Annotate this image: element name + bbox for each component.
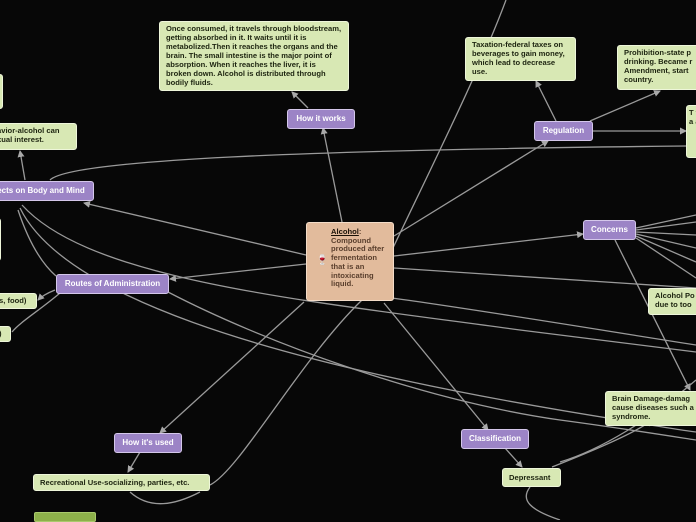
edge-howitworks-detail xyxy=(291,91,309,109)
edge-howused-recreational xyxy=(127,451,141,473)
wine-glass-icon: 🍷 xyxy=(316,255,329,266)
topic-routes-of-administration[interactable]: Routes of Administration xyxy=(56,274,169,294)
edge-effects-behavior xyxy=(17,150,26,181)
topic-regulation[interactable]: Regulation xyxy=(534,121,593,141)
edge-central-top xyxy=(391,0,507,251)
detail-taxation[interactable]: Taxation-federal taxes on beverages to g… xyxy=(465,37,576,81)
detail-prohibition[interactable]: Prohibition-state p drinking. Became r A… xyxy=(617,45,696,90)
topic-how-it-works[interactable]: How it works xyxy=(287,109,355,129)
detail-depressant[interactable]: Depressant xyxy=(502,468,561,487)
edge-classification-depressant xyxy=(504,447,523,468)
detail-recreational-use[interactable]: Recreational Use-socializing, parties, e… xyxy=(33,474,210,491)
edge-effects-concerns xyxy=(21,204,696,353)
detail-bottom-left[interactable] xyxy=(34,512,96,522)
central-title: Alcohol xyxy=(331,227,359,236)
edge-effects-routes xyxy=(17,209,57,277)
edge-routes-paren xyxy=(11,292,61,333)
detail-how-it-works[interactable]: Once consumed, it travels through bloods… xyxy=(159,21,349,91)
detail-routes-food[interactable]: s, food) xyxy=(0,293,37,309)
topic-concerns[interactable]: Concerns xyxy=(583,220,636,240)
edge-routes-brain xyxy=(167,291,696,441)
detail-left-top[interactable] xyxy=(0,74,3,109)
edge-central-regulation xyxy=(393,140,549,237)
topic-classification[interactable]: Classification xyxy=(461,429,529,449)
central-body: : Compound produced after fermentation t… xyxy=(331,227,385,289)
edge-central-right xyxy=(393,267,696,289)
edge-effects-top-right xyxy=(49,145,687,181)
edge-routes-food xyxy=(37,289,56,301)
edge-central-classification xyxy=(383,302,489,431)
edge-central-concerns xyxy=(393,231,584,257)
central-topic-alcohol[interactable]: 🍷 Alcohol: Compound produced after ferme… xyxy=(306,222,394,301)
edge-central-routes xyxy=(169,263,307,282)
topic-how-its-used[interactable]: How it's used xyxy=(114,433,182,453)
edge-central-lower-right xyxy=(391,297,696,346)
detail-right-partial[interactable]: T w a a xyxy=(686,105,696,158)
detail-brain-damage[interactable]: Brain Damage-damag cause diseases such a… xyxy=(605,391,696,426)
edge-regulation-taxation xyxy=(535,80,557,122)
edge-central-howitworks xyxy=(320,127,343,223)
edge-central-howused xyxy=(159,301,305,434)
detail-left-mid[interactable] xyxy=(0,218,1,261)
edge-depressant-down xyxy=(525,486,561,520)
edge-regulation-prohibition xyxy=(589,90,661,122)
edge-central-effects xyxy=(83,200,307,256)
detail-alcohol-poisoning[interactable]: Alcohol Po due to too xyxy=(648,288,696,315)
detail-routes-paren[interactable]: ) xyxy=(0,326,11,342)
edge-recreational-loop xyxy=(129,299,363,505)
topic-effects-body-mind[interactable]: ects on Body and Mind xyxy=(0,181,94,201)
detail-behavior[interactable]: avior-alcohol can xual interest. xyxy=(0,123,77,150)
